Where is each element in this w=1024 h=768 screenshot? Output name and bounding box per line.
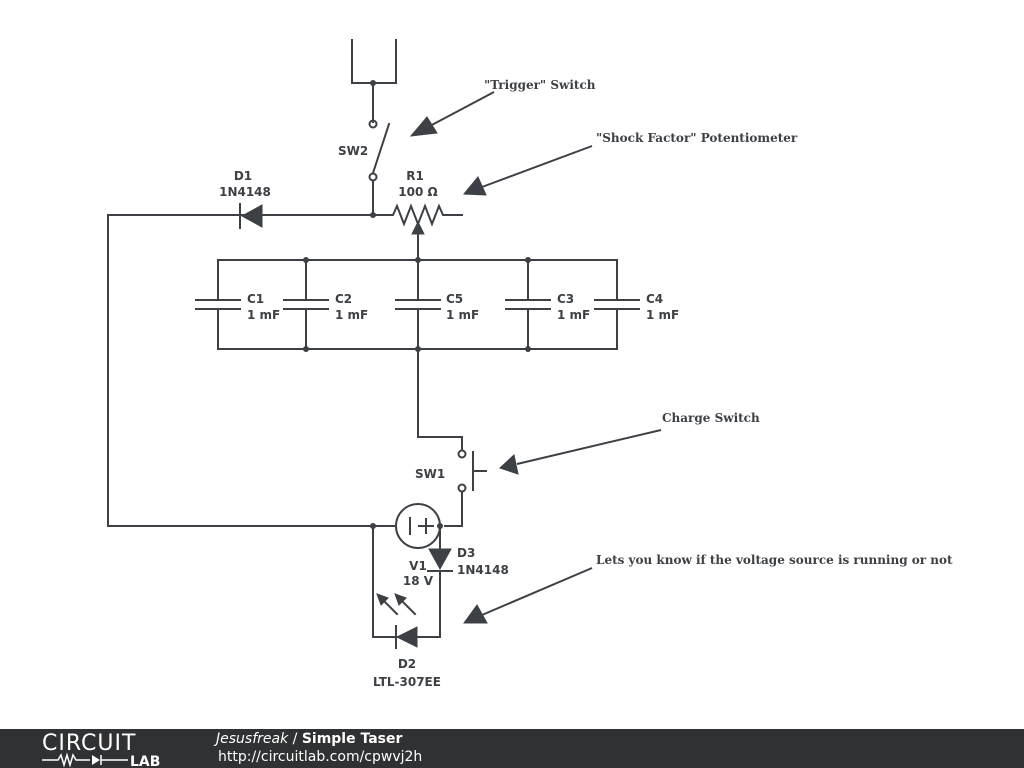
- shock-factor-note: "Shock Factor" Potentiometer: [596, 131, 798, 145]
- d2-ref-label: D2: [398, 657, 416, 671]
- diode-d1: [239, 203, 263, 229]
- left-loop-wire: [107, 214, 374, 527]
- diode-d3: [427, 548, 453, 572]
- shock-arrow: [462, 145, 593, 196]
- c2-value-label: 1 mF: [335, 308, 368, 322]
- sw1-to-v1-wire: [444, 491, 463, 527]
- capacitor-c1: [195, 259, 241, 350]
- c4-ref-label: C4: [646, 292, 663, 306]
- r1-value-label: 100 Ω: [398, 185, 437, 199]
- footer-url-line: http://circuitlab.com/cpwvj2h: [216, 748, 422, 766]
- c3-ref-label: C3: [557, 292, 574, 306]
- led-arrow: [463, 567, 593, 624]
- author-link[interactable]: Jesusfreak: [216, 731, 289, 747]
- potentiometer-r1: [372, 203, 463, 261]
- led-indicator-note: Lets you know if the voltage source is r…: [596, 553, 953, 567]
- voltage-source-v1: [395, 503, 441, 549]
- capacitor-c4: [594, 259, 640, 350]
- d1-value-label: 1N4148: [219, 185, 271, 199]
- d3-ref-label: D3: [457, 546, 475, 560]
- c1-ref-label: C1: [247, 292, 264, 306]
- title-separator: /: [288, 731, 302, 747]
- pushbutton-sw1: [457, 449, 487, 493]
- top-terminal-wire: [351, 39, 397, 84]
- switch-sw2: [368, 119, 391, 182]
- logo-bottom-text: LAB: [130, 754, 160, 768]
- v1-value-label: 18 V: [403, 574, 434, 588]
- sw1-ref-label: SW1: [415, 467, 445, 481]
- led-d2: [376, 593, 418, 649]
- capacitor-c5: [395, 259, 441, 350]
- trigger-arrow: [409, 91, 495, 137]
- c1-value-label: 1 mF: [247, 308, 280, 322]
- circuit-title-link[interactable]: Simple Taser: [301, 731, 403, 747]
- junction-dots: [303, 80, 531, 529]
- c5-ref-label: C5: [446, 292, 463, 306]
- trigger-switch-note: "Trigger" Switch: [484, 78, 596, 92]
- v1-ref-label: V1: [409, 559, 427, 573]
- r1-ref-label: R1: [406, 169, 424, 183]
- sw2-ref-label: SW2: [338, 144, 368, 158]
- footer-text: Jesusfreak / Simple Taser http://circuit…: [216, 731, 422, 766]
- capacitor-c3: [505, 259, 551, 350]
- circuit-url-link[interactable]: http://circuitlab.com/cpwvj2h: [218, 749, 423, 765]
- c2-ref-label: C2: [335, 292, 352, 306]
- c3-value-label: 1 mF: [557, 308, 590, 322]
- c5-value-label: 1 mF: [446, 308, 479, 322]
- d2-value-label: LTL-307EE: [373, 675, 441, 689]
- d1-ref-label: D1: [234, 169, 252, 183]
- cap-to-sw1-wire: [417, 348, 463, 451]
- charge-switch-note: Charge Switch: [662, 411, 760, 425]
- circuitlab-logo: CIRCUIT LAB: [42, 731, 160, 768]
- c4-value-label: 1 mF: [646, 308, 679, 322]
- footer-title-line: Jesusfreak / Simple Taser: [216, 731, 422, 748]
- circuit-schematic: SW2 D1 1N4148 R1 100 Ω C1 1 mF C2 1 mF C…: [107, 39, 953, 689]
- charge-arrow: [499, 429, 662, 475]
- d3-value-label: 1N4148: [457, 563, 509, 577]
- logo-top-text: CIRCUIT: [42, 731, 136, 756]
- footer-bar: CIRCUIT LAB Jesusfreak / Simple Taser ht…: [0, 729, 1024, 768]
- capacitor-c2: [283, 259, 329, 350]
